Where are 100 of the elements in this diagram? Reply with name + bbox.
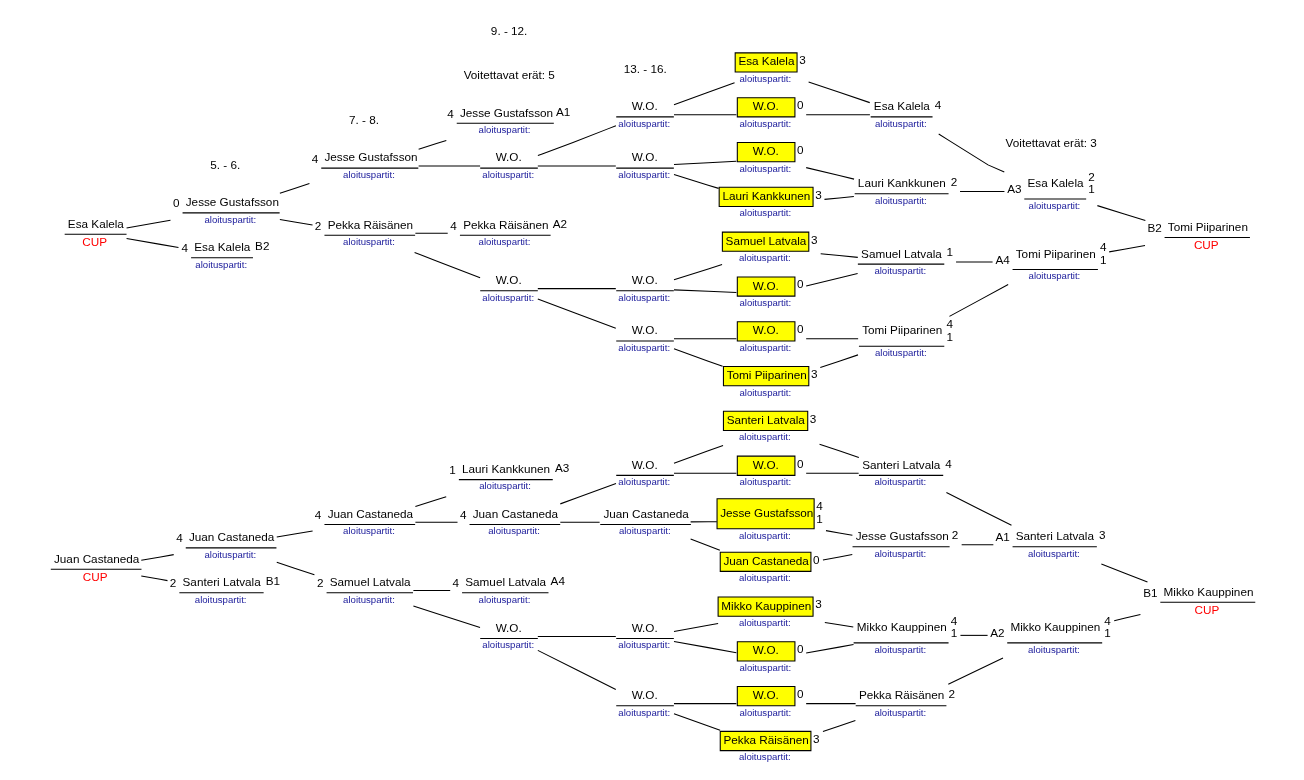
node-text: 4 Samuel Latvala A4 aloituspartit: <box>451 574 565 605</box>
connector <box>672 713 721 731</box>
connector <box>805 167 855 180</box>
node-text: 4 Esa Kalela B2 aloituspartit: <box>180 239 269 270</box>
connector <box>536 298 616 329</box>
node-label: 0 <box>796 456 804 470</box>
connector <box>821 720 856 733</box>
node-text: Juan Castaneda aloituspartit: <box>602 506 689 537</box>
connector <box>945 492 1012 526</box>
connector <box>275 530 313 538</box>
connector <box>125 219 171 229</box>
node-text: W.O. aloituspartit: <box>617 150 670 180</box>
node-label: 3 <box>814 597 822 611</box>
label: Voitettavat erät: 5 <box>463 68 555 82</box>
node-text: 0 Jesse Gustafsson aloituspartit: <box>172 195 279 225</box>
connector <box>672 348 723 367</box>
node-text: Esa Kalela CUP <box>67 216 124 248</box>
label: 5. - 6. <box>209 157 240 171</box>
node-text: 1 Lauri Kankkunen A3 aloituspartit: <box>448 460 569 492</box>
node-text: 4 Juan Castaneda aloituspartit: <box>314 506 413 537</box>
connector <box>1113 613 1141 622</box>
connector <box>536 165 616 167</box>
node-text: W.O. aloituspartit: <box>617 688 670 718</box>
node-label: aloituspartit: <box>738 386 791 398</box>
connector <box>1096 205 1146 222</box>
connector <box>819 354 859 369</box>
node-text: Esa Kalela 4 aloituspartit: <box>873 98 941 129</box>
node-label: 0 <box>796 277 804 291</box>
node-label: aloituspartit: <box>738 162 791 174</box>
node-text: 2 Samuel Latvala aloituspartit: <box>316 575 411 605</box>
connector <box>823 621 854 628</box>
label: 13. - 16. <box>623 61 667 75</box>
connector <box>672 640 737 654</box>
label: 9. - 12. <box>490 23 527 37</box>
connector <box>805 114 870 116</box>
label: 7. - 8. <box>348 113 379 127</box>
connector <box>672 703 737 705</box>
node-text: 2 Pekka Räisänen aloituspartit: <box>314 217 413 248</box>
connector <box>417 139 447 150</box>
connector <box>412 605 481 628</box>
node-label: aloituspartit: <box>738 296 791 308</box>
node-text: W.O. aloituspartit: <box>481 620 534 651</box>
connector <box>672 444 724 464</box>
connector <box>689 521 717 523</box>
node-label: aloituspartit: <box>738 706 791 718</box>
node-label: 4 <box>815 499 823 513</box>
node-text: W.O. aloituspartit: <box>481 150 534 180</box>
connector <box>559 521 600 523</box>
node-label: 0 <box>796 687 804 701</box>
connector <box>937 133 1005 173</box>
node-label: aloituspartit: <box>738 252 791 264</box>
connector <box>414 496 447 508</box>
connector <box>414 232 448 234</box>
node-text: Lauri Kankkunen 2 aloituspartit: <box>857 175 957 206</box>
connector <box>414 521 458 523</box>
node-label: aloituspartit: <box>738 751 791 763</box>
connector <box>412 590 451 592</box>
connector <box>672 82 735 106</box>
node-label: aloituspartit: <box>738 476 791 488</box>
node-label: 3 <box>810 232 817 246</box>
node-label: aloituspartit: <box>738 341 791 353</box>
connector <box>417 165 481 167</box>
label: Voitettavat erät: 3 <box>1005 135 1097 149</box>
connector <box>672 289 737 294</box>
node-label: 3 <box>809 411 816 425</box>
connector <box>536 125 616 157</box>
node-label: aloituspartit: <box>738 661 791 673</box>
connector <box>140 554 174 561</box>
connector <box>959 634 988 636</box>
node-label: 3 <box>798 53 806 67</box>
connector <box>278 219 313 226</box>
connector <box>948 284 1009 317</box>
connector <box>1100 563 1148 583</box>
node-label: 3 <box>812 731 820 745</box>
node-text: 4 Jesse Gustafsson A1 aloituspartit: <box>446 104 570 136</box>
connector <box>1108 244 1146 253</box>
connector <box>559 482 617 505</box>
connector <box>807 81 870 104</box>
connector <box>413 251 481 279</box>
node-text: W.O. aloituspartit: <box>617 273 670 303</box>
node-text: Samuel Latvala 1 aloituspartit: <box>860 245 953 276</box>
node-label: aloituspartit: <box>738 207 791 219</box>
node-label: aloituspartit: <box>738 117 791 129</box>
node-text: Jesse Gustafsson 2 aloituspartit: <box>855 528 958 559</box>
connector <box>689 538 720 551</box>
connector <box>960 544 994 546</box>
connector <box>278 182 310 194</box>
node-label: aloituspartit: <box>738 529 791 541</box>
node-label: 0 <box>796 322 804 336</box>
node-label: 0 <box>812 552 820 566</box>
node-text: 2 Santeri Latvala B1 aloituspartit: <box>169 574 280 605</box>
node-label: 0 <box>796 143 804 157</box>
connector <box>821 554 853 561</box>
node-text: Santeri Latvala 4 aloituspartit: <box>861 456 952 488</box>
connector <box>805 703 856 705</box>
node-text: B2 Tomi Piiparinen CUP <box>1147 219 1248 251</box>
node-label: 0 <box>796 642 804 656</box>
connector <box>805 472 859 474</box>
node-label: 1 <box>815 512 823 526</box>
node-text: Pekka Räisänen 2 aloituspartit: <box>858 687 955 718</box>
